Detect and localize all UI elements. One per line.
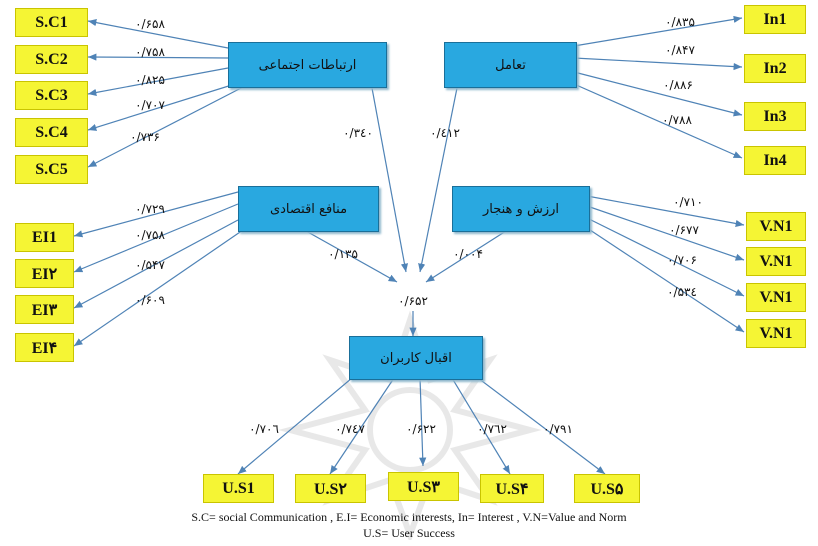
legend-line-2: U.S= User Success [363,526,455,540]
indicator-ei2: EI۲ [15,259,74,288]
latent-economic-interests: منافع اقتصادی [238,186,379,232]
loading-sc3: ۰/۸۲۵ [135,73,165,87]
latent-value-norm: ارزش و هنجار [452,186,590,232]
loading-in2: ۰/۸۴۷ [665,43,695,57]
loading-in1: ۰/۸۳۵ [665,15,695,29]
indicator-in2: In2 [744,54,806,83]
indicator-sc2: S.C2 [15,45,88,74]
path-interaction [418,87,458,273]
loading-sc5: ۰/۷۳۶ [130,130,160,144]
edge-us5 [477,377,606,475]
edge-us1 [237,377,353,475]
watermark-logo [278,310,542,540]
r-squared-label: ۰/۶۵۲ [398,294,428,308]
latent-user-success: اقبال کاربران [349,336,483,380]
indicator-ei4: EI۴ [15,333,74,362]
edge-sc2 [87,53,229,61]
loading-ei4: ۰/۶۰۹ [135,293,165,307]
loading-us5: ۰/۷۹۱ [543,422,573,436]
indicator-sc3: S.C3 [15,81,88,110]
edge-vn3 [586,217,745,297]
edge-sc3 [87,67,229,97]
edge-ei1 [73,191,239,238]
loading-sc1: ۰/۶۵۸ [135,17,165,31]
indicator-us4: U.S۴ [480,474,544,503]
edge-ei2 [73,203,239,273]
edge-ei4 [73,229,244,347]
edge-sc5 [87,85,246,168]
indicator-us1: U.S1 [203,474,274,503]
indicator-vn1: V.N1 [746,212,806,241]
loading-in3: ۰/۸۸۶ [663,78,693,92]
loading-ei1: ۰/۷۲۹ [135,202,165,216]
edge-vn4 [586,227,745,333]
indicator-us3: U.S۳ [388,472,459,501]
path-coef-interaction: ۰/٤۱۲ [430,126,460,140]
path-coef-economic: ۰/۱۳۵ [328,247,358,261]
indicator-in1: In1 [744,5,806,34]
edge-in2 [573,57,743,71]
indicator-vn2: V.N1 [746,247,806,276]
path-coef-values: ۰/۰۰۴ [453,247,483,261]
indicator-in4: In4 [744,146,806,175]
edge-in1 [573,15,743,47]
indicator-in3: In3 [744,102,806,131]
loading-us4: ۰/۷٦۲ [477,422,507,436]
edge-vn1 [586,195,745,228]
legend-line-1: S.C= social Communication , E.I= Economi… [191,510,627,524]
loading-vn4: ۰/۵۳٤ [667,285,697,299]
edge-us4 [451,377,511,475]
latent-social-communication: ارتباطات اجتماعی [228,42,387,88]
loading-vn1: ۰/۷۱۰ [673,195,703,209]
loading-vn3: ۰/۷۰۶ [667,253,697,267]
loading-us2: ۰/۷٤۷ [335,422,365,436]
indicator-ei1: EI1 [15,223,74,252]
edge-us3 [419,377,427,467]
indicator-sc5: S.C5 [15,155,88,184]
loading-vn2: ۰/۶۷۷ [669,223,699,237]
loading-in4: ۰/۷۸۸ [662,113,692,127]
loading-ei3: ۰/۵۴۷ [135,258,165,272]
path-social [371,87,409,273]
edge-vn2 [586,205,745,261]
loading-ei2: ۰/۷۵۸ [135,228,165,242]
indicator-vn3: V.N1 [746,283,806,312]
edge-sc4 [87,83,236,131]
latent-interaction: تعامل [444,42,577,88]
edge-sc1 [87,19,229,49]
path-coef-social: ۰/۳٤۰ [343,126,373,140]
loading-sc4: ۰/۷۰۷ [135,98,165,112]
indicator-sc4: S.C4 [15,118,88,147]
edge-us2 [329,377,395,475]
loading-us3: ۰/۶۲۲ [406,422,436,436]
loading-us1: ۰/۷۰٦ [249,422,279,436]
indicator-us2: U.S۲ [295,474,366,503]
loading-sc2: ۰/۷۵۸ [135,45,165,59]
indicator-vn4: V.N1 [746,319,806,348]
edge-ei3 [73,219,239,309]
indicator-ei3: EI۳ [15,295,74,324]
path-economic [305,230,398,283]
edge-in4 [573,83,743,159]
indicator-us5: U.S۵ [574,474,640,503]
edge-in3 [573,71,743,117]
indicator-sc1: S.C1 [15,8,88,37]
path-values [425,230,507,283]
